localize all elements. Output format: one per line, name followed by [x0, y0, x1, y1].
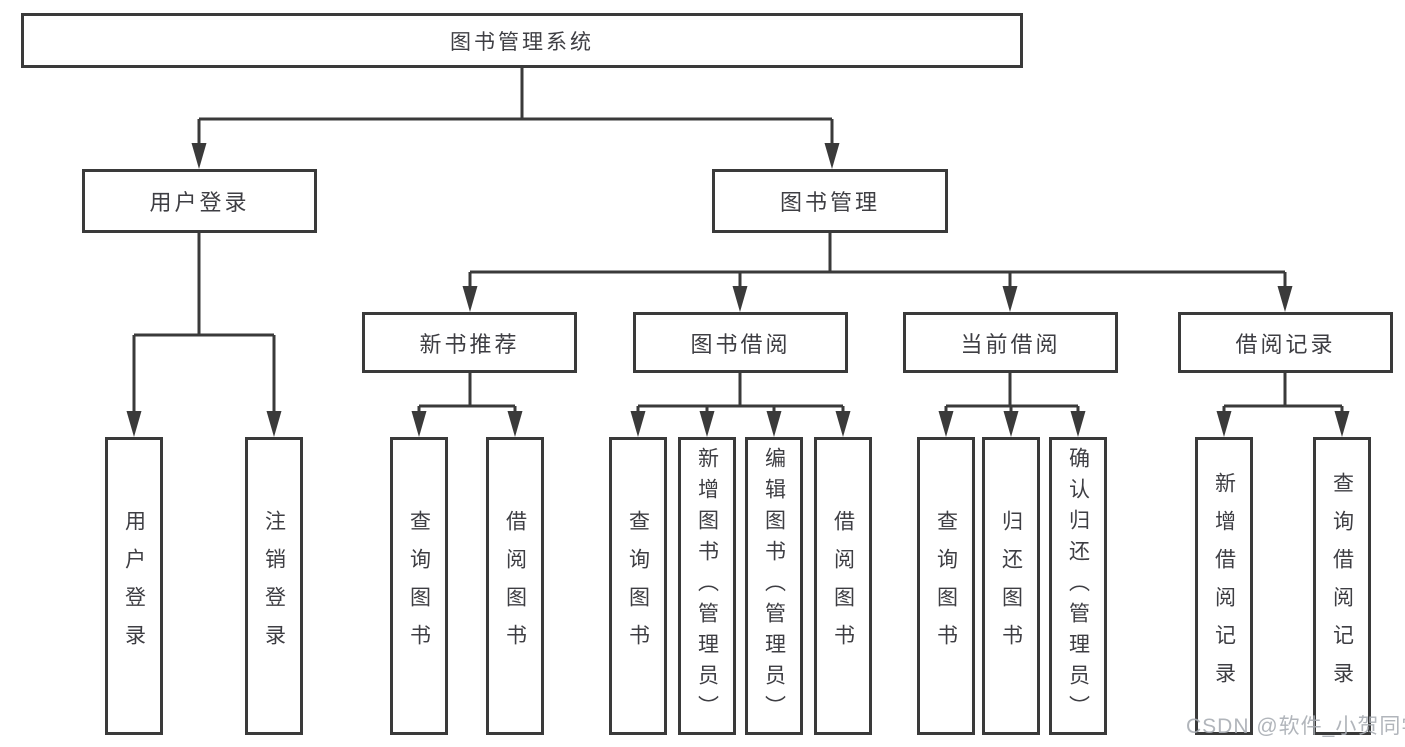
- node-label-book-mgmt: 图书管理: [779, 190, 880, 215]
- node-query-books-3: 查询图书: [917, 437, 975, 735]
- node-borrow-records: 借阅记录: [1178, 312, 1393, 373]
- node-book-mgmt: 图书管理: [712, 169, 948, 233]
- node-label-user-login: 用户登录: [149, 190, 250, 215]
- watermark: CSDN @软件_小贺同学: [1186, 715, 1405, 738]
- node-query-borrow-record: 查询借阅记录: [1313, 437, 1371, 735]
- node-label-book-borrow: 图书借阅: [690, 331, 791, 357]
- node-query-books-1: 查询图书: [390, 437, 448, 735]
- node-new-book-rec: 新书推荐: [362, 312, 577, 373]
- node-label-query-books-1: 查询图书: [407, 510, 431, 662]
- node-label-current-borrow: 当前借阅: [960, 331, 1061, 357]
- node-user-login: 用户登录: [82, 169, 317, 233]
- node-borrow-books-1: 借阅图书: [486, 437, 544, 735]
- node-query-books-2: 查询图书: [609, 437, 667, 735]
- node-user-login-op: 用户登录: [105, 437, 163, 735]
- node-book-borrow: 图书借阅: [633, 312, 848, 373]
- node-label-query-borrow-record: 查询借阅记录: [1330, 472, 1354, 700]
- node-label-query-books-3: 查询图书: [934, 510, 958, 662]
- node-logout: 注销登录: [245, 437, 303, 735]
- node-label-confirm-return: 确认归还（管理员）: [1066, 446, 1090, 726]
- node-confirm-return: 确认归还（管理员）: [1049, 437, 1107, 735]
- node-label-borrow-records: 借阅记录: [1235, 331, 1336, 357]
- node-label-new-book-rec: 新书推荐: [419, 331, 520, 357]
- node-label-root: 图书管理系统: [450, 30, 594, 54]
- node-label-borrow-books-2: 借阅图书: [831, 510, 855, 662]
- node-label-edit-books: 编辑图书（管理员）: [762, 446, 786, 726]
- node-label-logout: 注销登录: [262, 510, 286, 662]
- node-label-add-borrow-record: 新增借阅记录: [1212, 472, 1236, 700]
- node-label-return-books: 归还图书: [999, 510, 1023, 662]
- node-label-borrow-books-1: 借阅图书: [503, 510, 527, 662]
- node-add-borrow-record: 新增借阅记录: [1195, 437, 1253, 735]
- node-borrow-books-2: 借阅图书: [814, 437, 872, 735]
- node-add-books: 新增图书（管理员）: [678, 437, 736, 735]
- node-label-query-books-2: 查询图书: [626, 510, 650, 662]
- node-current-borrow: 当前借阅: [903, 312, 1118, 373]
- node-label-user-login-op: 用户登录: [122, 510, 146, 662]
- node-label-add-books: 新增图书（管理员）: [695, 446, 719, 726]
- node-edit-books: 编辑图书（管理员）: [745, 437, 803, 735]
- node-root: 图书管理系统: [21, 13, 1023, 68]
- node-return-books: 归还图书: [982, 437, 1040, 735]
